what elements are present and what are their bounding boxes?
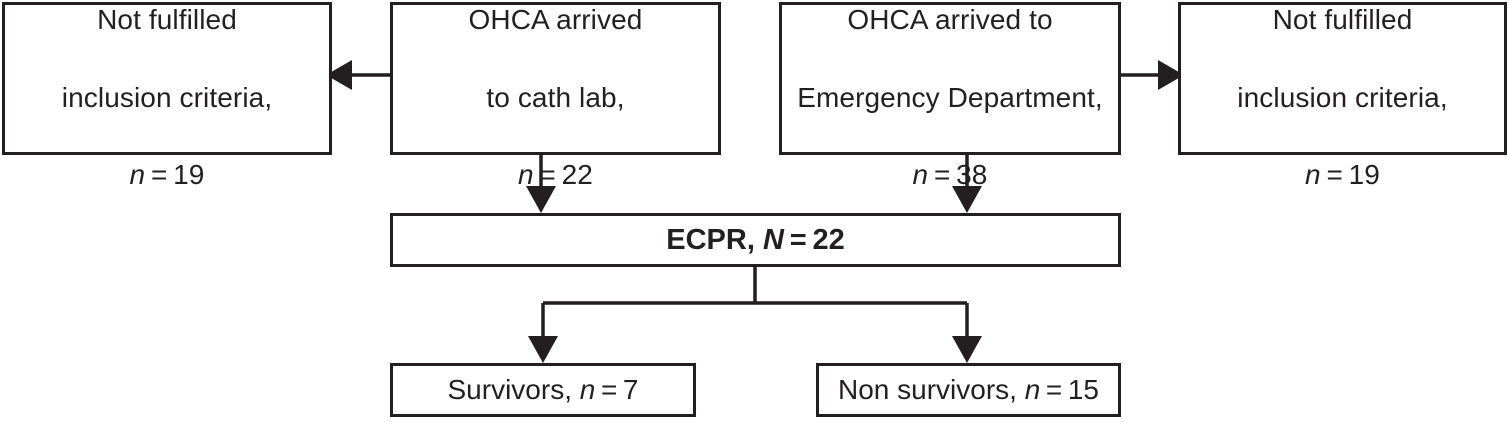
excluded-cathlab-stat-operator: = xyxy=(150,158,168,190)
arrived-ed-line2: Emergency Department, xyxy=(797,81,1103,113)
ecpr-stat-symbol: N xyxy=(762,223,784,256)
node-arrived-ed-text: OHCA arrived to Emergency Department, n … xyxy=(791,0,1109,194)
node-non-survivors-text: Non survivors, n = 15 xyxy=(838,373,1099,407)
arrived-cathlab-line2: to cath lab, xyxy=(486,81,625,113)
arrived-cathlab-stat-value: 22 xyxy=(561,158,593,190)
excluded-ed-line1: Not fulfilled xyxy=(1272,4,1413,36)
survivors-label: Survivors, xyxy=(447,374,572,406)
excluded-cathlab-stat-value: 19 xyxy=(173,158,205,190)
excluded-cathlab-line1: Not fulfilled xyxy=(97,4,237,36)
arrived-ed-stat-operator: = xyxy=(933,158,951,190)
node-excluded-cathlab: Not fulfilled inclusion criteria, n = 19 xyxy=(2,2,332,190)
node-excluded-ed: Not fulfilled inclusion criteria, n = 19 xyxy=(1178,2,1507,190)
arrived-cathlab-stat-symbol: n xyxy=(518,158,534,190)
excluded-ed-stat-operator: = xyxy=(1326,158,1343,190)
excluded-cathlab-stat-symbol: n xyxy=(129,158,146,190)
excluded-ed-stat-symbol: n xyxy=(1305,158,1321,190)
connector-ecpr-to-survivors xyxy=(528,303,558,363)
survivors-stat-symbol: n xyxy=(579,374,596,406)
non-survivors-stat-value: 15 xyxy=(1067,374,1100,406)
connector-ecpr-split xyxy=(543,267,967,305)
node-arrived-cathlab-text: OHCA arrived to cath lab, n = 22 xyxy=(463,0,649,194)
node-non-survivors: Non survivors, n = 15 xyxy=(816,363,1121,417)
excluded-ed-stat-value: 19 xyxy=(1348,158,1380,190)
arrived-ed-stat-value: 38 xyxy=(956,158,988,190)
arrived-ed-stat-symbol: n xyxy=(912,158,929,190)
non-survivors-stat-operator: = xyxy=(1045,374,1063,406)
node-ecpr: ECPR, N = 22 xyxy=(390,213,1121,267)
node-arrived-ed: OHCA arrived to Emergency Department, n … xyxy=(779,2,1121,190)
ecpr-label: ECPR, xyxy=(666,223,755,256)
excluded-ed-line2: inclusion criteria, xyxy=(1237,81,1448,113)
ecpr-stat-value: 22 xyxy=(812,223,845,256)
connector-ecpr-to-non-survivors xyxy=(952,303,982,363)
connector-ed-to-excluded xyxy=(1121,60,1184,90)
node-ecpr-text: ECPR, N = 22 xyxy=(666,223,844,258)
non-survivors-stat-symbol: n xyxy=(1024,374,1041,406)
node-survivors-text: Survivors, n = 7 xyxy=(448,373,639,407)
node-excluded-ed-text: Not fulfilled inclusion criteria, n = 19 xyxy=(1231,0,1453,194)
non-survivors-label: Non survivors, xyxy=(837,374,1017,406)
survivors-stat-operator: = xyxy=(600,374,618,406)
node-survivors: Survivors, n = 7 xyxy=(390,363,696,417)
arrived-cathlab-line1: OHCA arrived xyxy=(468,4,643,36)
arrived-ed-line1: OHCA arrived to xyxy=(847,4,1053,36)
connector-cathlab-to-excluded xyxy=(326,60,390,90)
arrived-cathlab-stat-operator: = xyxy=(539,158,556,190)
excluded-cathlab-line2: inclusion criteria, xyxy=(61,81,273,113)
survivors-stat-value: 7 xyxy=(622,374,639,406)
ecpr-stat-operator: = xyxy=(789,223,807,256)
node-excluded-cathlab-text: Not fulfilled inclusion criteria, n = 19 xyxy=(56,0,278,194)
node-arrived-cathlab: OHCA arrived to cath lab, n = 22 xyxy=(390,2,721,190)
